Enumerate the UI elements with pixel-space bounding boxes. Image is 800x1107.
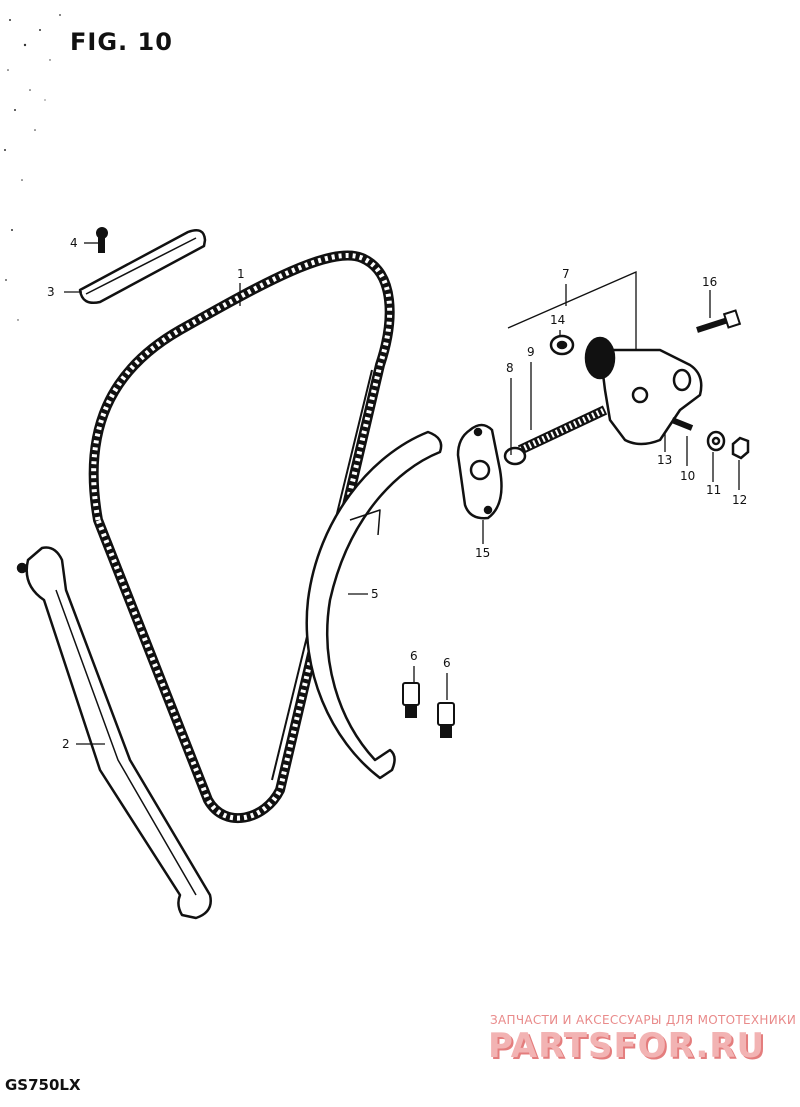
callout-2: 2	[62, 737, 70, 751]
callout-12: 12	[732, 493, 748, 507]
watermark-tagline: ЗАПЧАСТИ И АКСЕССУАРЫ ДЛЯ МОТОТЕХНИКИ	[490, 1013, 797, 1027]
tensioner-guide	[16, 546, 212, 920]
washer-11	[706, 430, 726, 452]
callout-3: 3	[47, 285, 55, 299]
callout-16: 16	[702, 275, 718, 289]
callout-5: 5	[371, 587, 379, 601]
callout-4: 4	[70, 236, 78, 250]
cap-14	[549, 334, 575, 356]
chain-guide-curved	[305, 430, 443, 780]
gasket-15	[456, 423, 503, 520]
callout-8: 8	[506, 361, 514, 375]
scan-noise	[4, 14, 61, 321]
dowel-6a	[402, 682, 420, 718]
tensioner-assembly	[503, 336, 703, 466]
callout-6a: 6	[410, 649, 418, 663]
bolt-16	[696, 309, 742, 333]
model-label: GS750LX	[5, 1076, 81, 1094]
dowel-6b	[437, 702, 455, 738]
figure-title: FIG. 10	[70, 28, 173, 56]
stud-13	[670, 417, 694, 431]
nut-12	[731, 436, 750, 460]
chain-guide-top	[78, 229, 207, 304]
watermark-logo: PARTSFOR.RU	[488, 1026, 766, 1066]
callout-6b: 6	[443, 656, 451, 670]
leader-lines	[64, 242, 740, 745]
callout-9: 9	[527, 345, 535, 359]
callout-15: 15	[475, 546, 491, 560]
callout-10: 10	[680, 469, 696, 483]
callout-13: 13	[657, 453, 673, 467]
callout-7: 7	[562, 267, 570, 281]
callout-14: 14	[550, 313, 566, 327]
callout-11: 11	[706, 483, 722, 497]
bolt-4	[96, 227, 108, 253]
callout-1: 1	[237, 267, 245, 281]
